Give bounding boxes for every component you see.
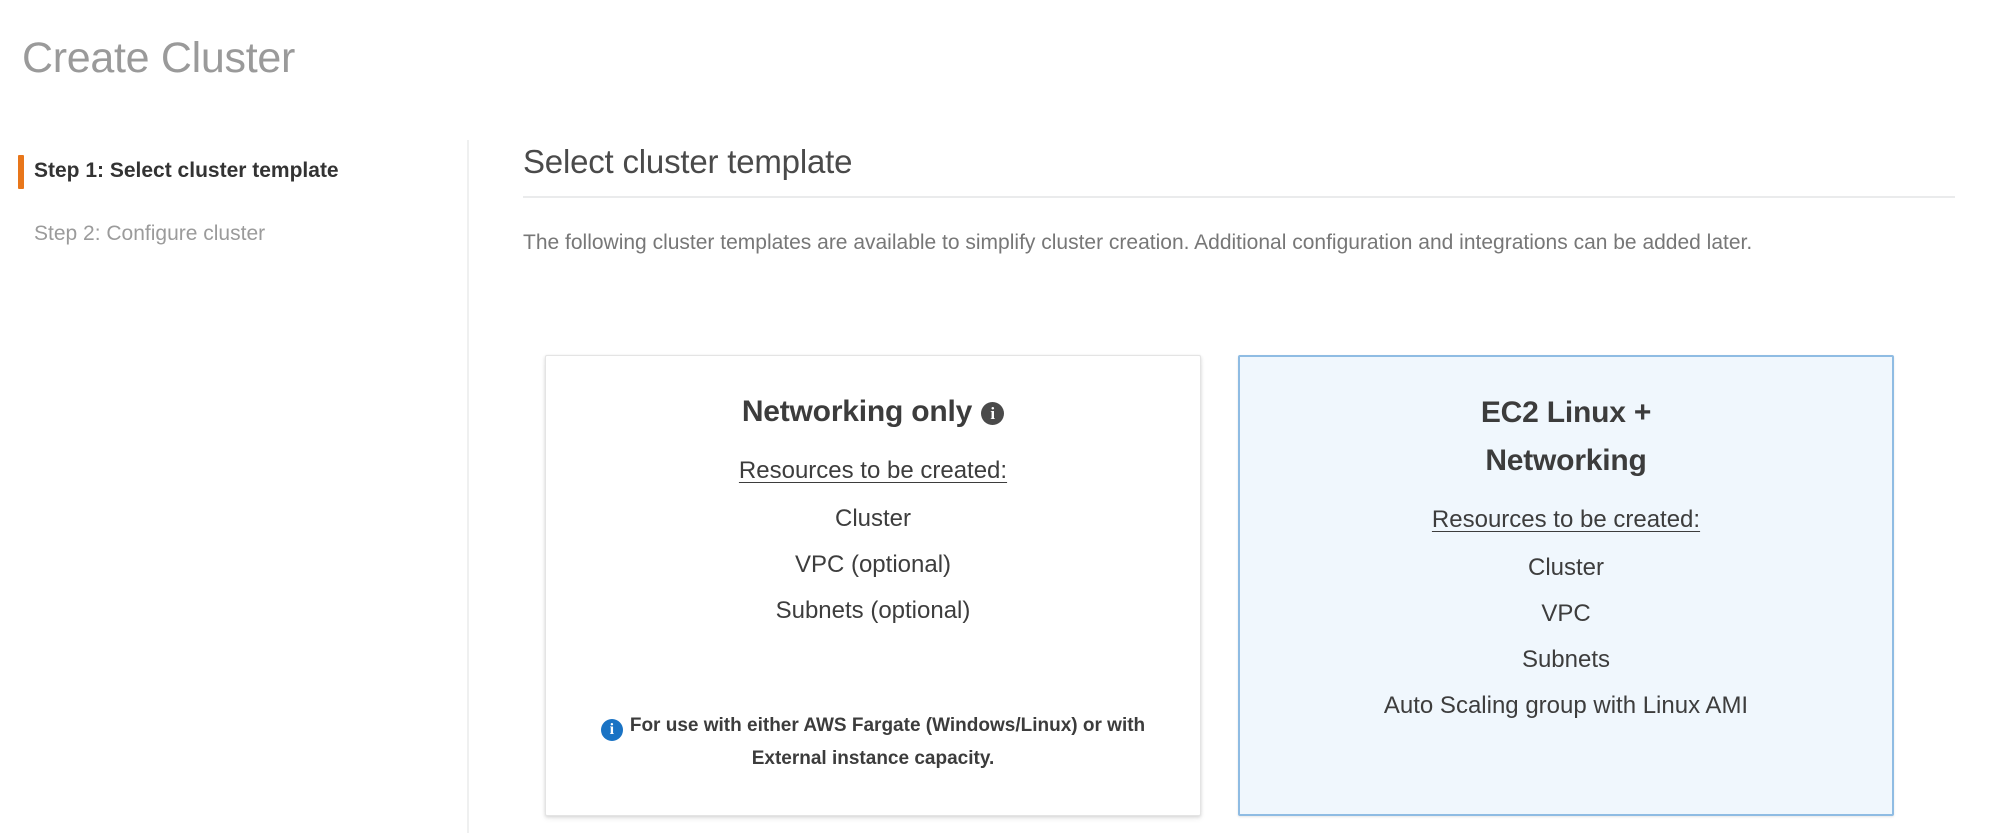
section-title: Select cluster template xyxy=(523,143,853,180)
template-card-title-networking-only: Networking only i xyxy=(741,388,1005,436)
sidebar-step-1-select-cluster-template[interactable]: Step 1: Select cluster template xyxy=(0,149,467,193)
resource-item: Cluster xyxy=(1527,554,1605,581)
resources-heading: Resources to be created: xyxy=(1431,506,1701,533)
template-card-title-text: EC2 Linux + Networking xyxy=(1480,396,1652,477)
active-step-marker xyxy=(18,155,24,189)
main-content: Select cluster template The following cl… xyxy=(523,140,1955,262)
resource-item: VPC xyxy=(1541,600,1591,627)
section-divider xyxy=(523,196,1955,198)
resources-list-networking-only: Cluster VPC (optional) Subnets (optional… xyxy=(572,496,1174,634)
info-icon: i xyxy=(600,719,623,741)
template-card-networking-only[interactable]: Networking only i Resources to be create… xyxy=(545,355,1201,816)
template-card-ec2-linux-networking[interactable]: EC2 Linux + Networking Resources to be c… xyxy=(1238,355,1894,816)
cluster-template-card-list: Networking only i Resources to be create… xyxy=(545,355,1894,816)
resources-heading: Resources to be created: xyxy=(738,457,1008,484)
sidebar-step-1-label: Step 1: Select cluster template xyxy=(34,159,339,182)
resource-item: Subnets xyxy=(1521,646,1611,673)
template-card-title-ec2-linux-networking: EC2 Linux + Networking xyxy=(1480,389,1652,485)
resource-item: Auto Scaling group with Linux AMI xyxy=(1383,692,1749,719)
info-icon[interactable]: i xyxy=(981,401,1005,425)
wizard-steps-sidebar: Step 1: Select cluster template Step 2: … xyxy=(0,140,469,833)
resource-item: Cluster xyxy=(834,505,912,532)
template-card-footnote: i For use with either AWS Fargate (Window… xyxy=(573,709,1173,791)
resource-item: Subnets (optional) xyxy=(775,597,971,624)
resource-item: VPC (optional) xyxy=(794,551,952,578)
template-card-title-text: Networking only xyxy=(741,395,973,428)
section-description: The following cluster templates are avai… xyxy=(523,231,1753,254)
page-title: Create Cluster xyxy=(22,34,296,82)
sidebar-step-2-configure-cluster[interactable]: Step 2: Configure cluster xyxy=(0,212,467,256)
template-card-footnote-text: For use with either AWS Fargate (Windows… xyxy=(629,715,1146,769)
resources-list-ec2-linux-networking: Cluster VPC Subnets Auto Scaling group w… xyxy=(1266,545,1866,729)
sidebar-step-2-label: Step 2: Configure cluster xyxy=(34,222,266,245)
